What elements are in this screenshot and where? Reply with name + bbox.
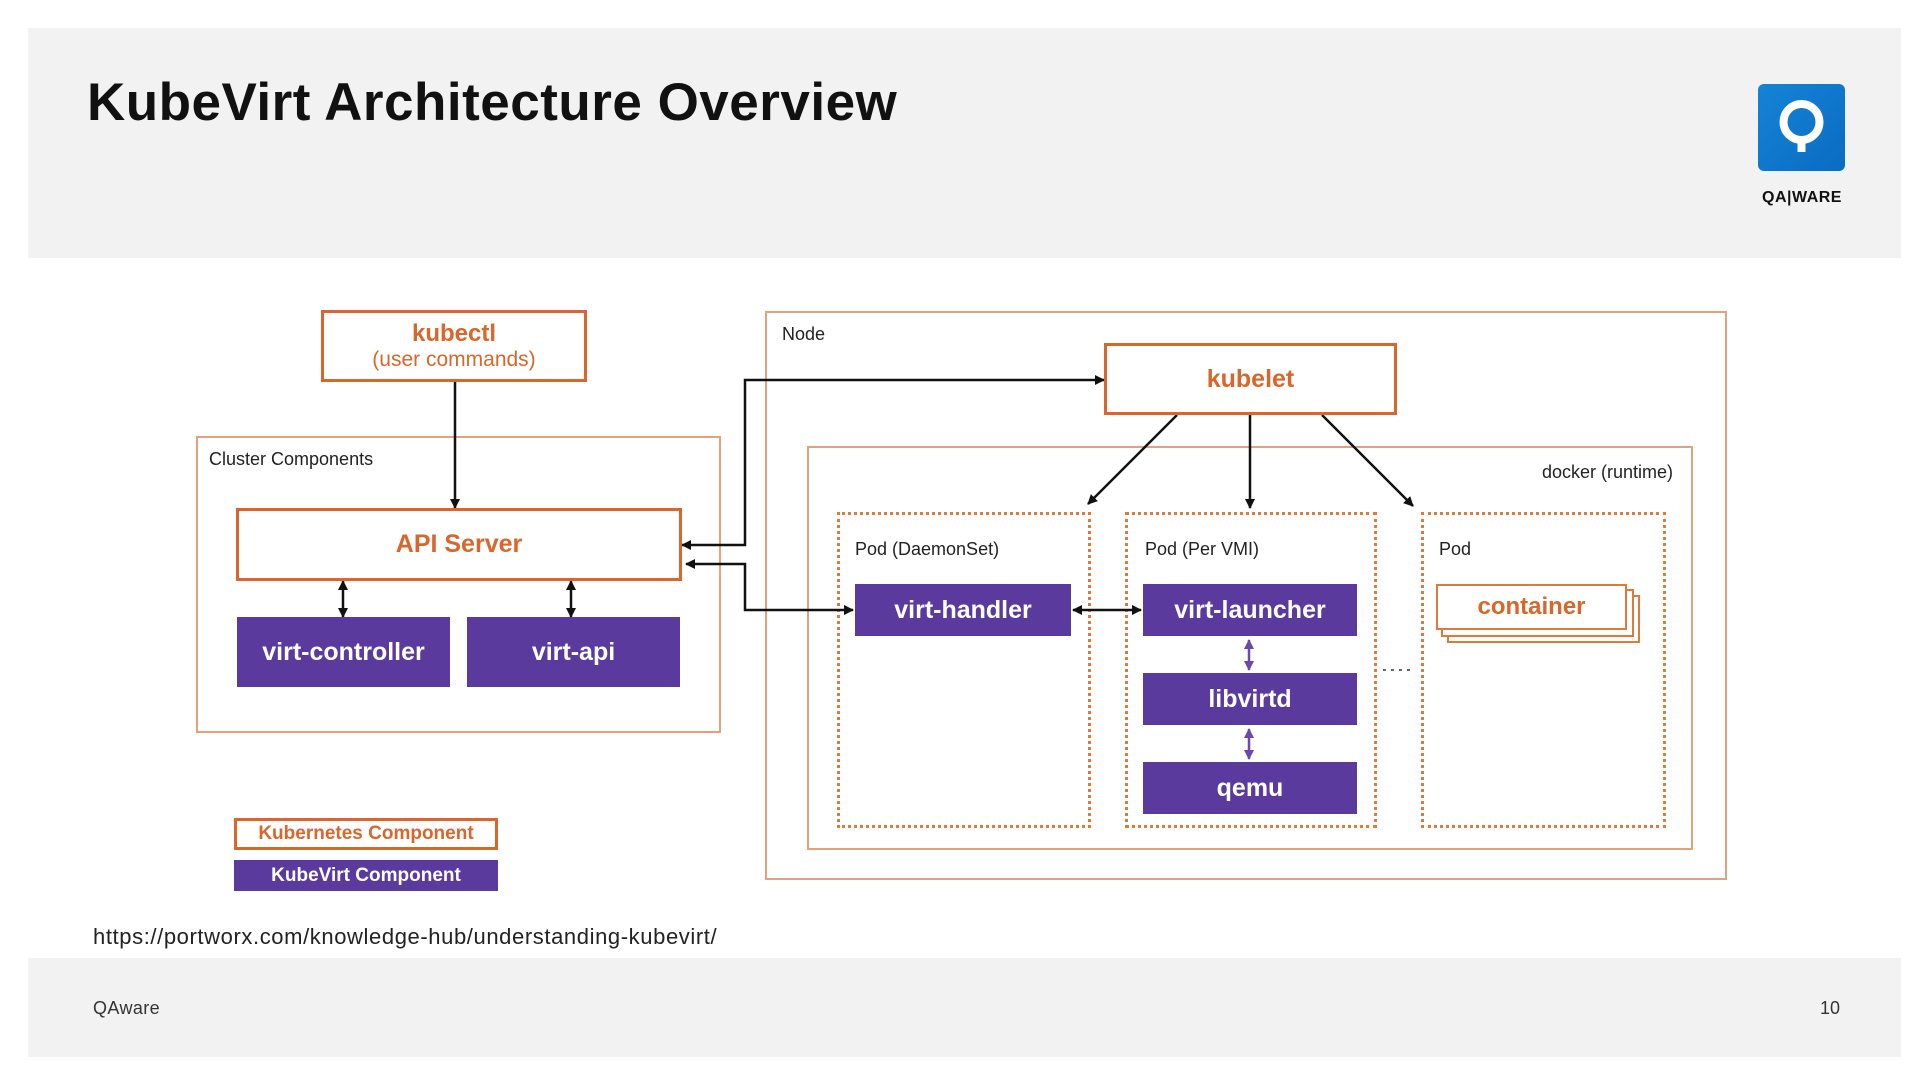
- virt-api-label: virt-api: [531, 637, 616, 666]
- pod-generic-frame: [1421, 512, 1666, 828]
- legend-kubernetes-component: Kubernetes Component: [234, 818, 498, 850]
- kubelet-box: kubelet: [1104, 343, 1397, 415]
- footer-company: QAware: [93, 998, 161, 1018]
- pod-per-vmi-frame: [1125, 512, 1377, 828]
- arrow-kubelet-pod-generic: [1321, 414, 1414, 507]
- kubelet-label: kubelet: [1206, 364, 1295, 393]
- page-number: 10: [1820, 998, 1841, 1018]
- kubectl-box: kubectl (user commands): [321, 310, 587, 382]
- libvirtd-box: libvirtd: [1143, 673, 1357, 725]
- virt-handler-label: virt-handler: [894, 595, 1032, 624]
- virt-handler-box: virt-handler: [855, 584, 1071, 636]
- kubectl-subtitle: (user commands): [372, 348, 536, 371]
- page-title: KubeVirt Architecture Overview: [87, 73, 898, 132]
- virt-controller-label: virt-controller: [262, 637, 425, 666]
- virt-launcher-label: virt-launcher: [1174, 595, 1326, 624]
- footer-band: [28, 958, 1901, 1057]
- header-band: [28, 28, 1901, 258]
- node-label: Node: [782, 324, 826, 344]
- qaware-logo-icon: [1758, 84, 1845, 171]
- docker-runtime-label: docker (runtime): [1542, 462, 1674, 482]
- virt-api-box: virt-api: [467, 617, 680, 687]
- arrow-api-virt-handler: [685, 559, 854, 615]
- cluster-components-label: Cluster Components: [209, 449, 374, 469]
- libvirtd-label: libvirtd: [1208, 684, 1292, 713]
- container-box: container: [1436, 584, 1627, 630]
- arrow-kubelet-api: [681, 375, 1105, 550]
- api-server-label: API Server: [395, 530, 523, 558]
- legend-kubevirt-component: KubeVirt Component: [234, 860, 498, 891]
- legend-kubevirt-label: KubeVirt Component: [271, 864, 461, 886]
- container-label: container: [1477, 593, 1586, 620]
- pod-per-vmi-label: Pod (Per VMI): [1145, 539, 1260, 559]
- logo-wordmark: QA|WARE: [1762, 189, 1842, 206]
- legend-kubernetes-label: Kubernetes Component: [258, 823, 474, 844]
- company-logo: QA|WARE: [1758, 84, 1846, 207]
- virt-launcher-box: virt-launcher: [1143, 584, 1357, 636]
- qemu-label: qemu: [1216, 773, 1284, 802]
- pod-generic-label: Pod: [1439, 539, 1472, 559]
- api-server-box: API Server: [236, 508, 682, 581]
- arrow-kubelet-pod-daemonset: [1087, 414, 1178, 505]
- kubectl-title: kubectl: [411, 320, 497, 347]
- virt-controller-box: virt-controller: [237, 617, 450, 687]
- qemu-box: qemu: [1143, 762, 1357, 814]
- source-link[interactable]: https://portworx.com/knowledge-hub/under…: [93, 924, 718, 949]
